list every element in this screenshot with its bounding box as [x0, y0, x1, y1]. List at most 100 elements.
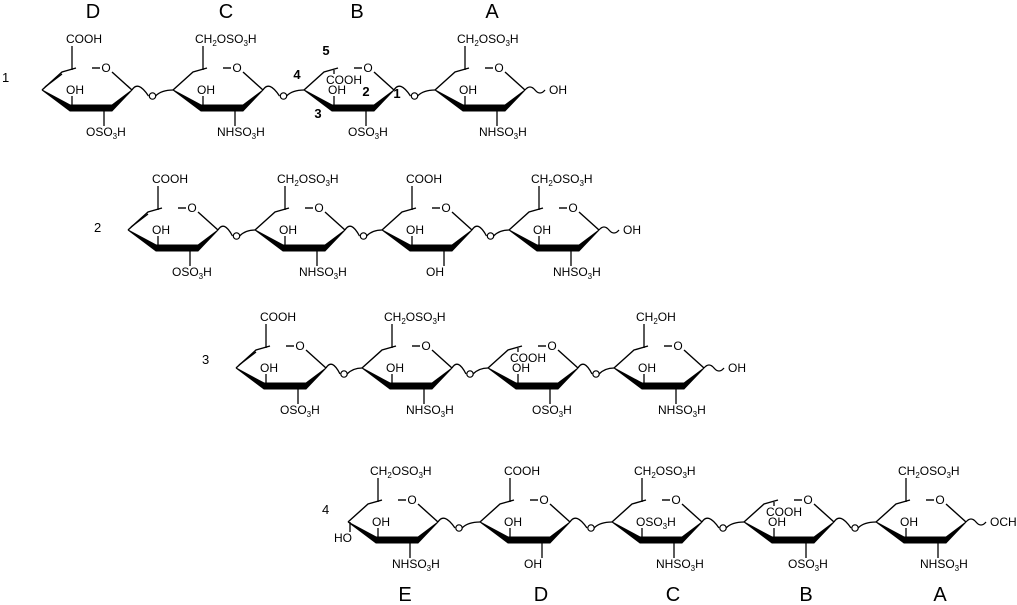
glycosidic-oxygen [719, 524, 727, 532]
ring-oxygen-label: O [363, 61, 372, 75]
ring-back-bond [611, 499, 647, 523]
ring-front-face [743, 521, 835, 544]
glycosidic-oxygen [148, 92, 157, 100]
ring-oxygen-label: O [803, 493, 812, 507]
wavy-bond [965, 518, 987, 526]
double-bond [238, 351, 257, 366]
ring-oxygen-label: O [187, 201, 196, 215]
ring-front-face [508, 229, 600, 252]
ring-front-face [172, 89, 264, 112]
ring-oxygen-label: O [547, 339, 556, 353]
glycosidic-oxygen [455, 524, 463, 532]
substituent-c3: OH [66, 83, 84, 97]
glycosidic-bond [493, 229, 510, 237]
ring-label-bottom-a: A [933, 584, 947, 605]
substituent-c2: NHSO3H [299, 265, 347, 281]
substituent-c6: CH2OSO3H [634, 464, 696, 480]
glycosidic-oxygen [279, 92, 288, 100]
ring-back-bond [683, 349, 705, 369]
ring-oxygen-label: O [539, 493, 548, 507]
substituent-c3: OH [459, 83, 477, 97]
substituent-c2: NHSO3H [392, 557, 440, 573]
substituent-c6: CH2OSO3H [370, 464, 432, 480]
substituent-c2: OSO3H [532, 403, 572, 419]
ring-label-bottom-c: C [666, 584, 680, 605]
reducing-end-group: OCH3 [990, 515, 1017, 531]
glycosidic-bond [598, 367, 615, 375]
substituent-c3: OH [504, 515, 522, 529]
ring-oxygen-label: O [671, 493, 680, 507]
substituent-c6: COOH [406, 172, 442, 186]
glycosidic-bond [461, 521, 481, 529]
substituent-c6: CH2OH [636, 310, 676, 326]
substituent-c6: CH2OSO3H [457, 32, 519, 48]
glycosidic-bond [239, 229, 256, 237]
ring-back-bond [613, 345, 649, 369]
ring-label-top-c: C [219, 1, 233, 23]
ring-front-face [381, 229, 473, 252]
ring-oxygen-label: O [568, 201, 577, 215]
glycosidic-bond [833, 517, 852, 529]
glycosidic-oxygen [232, 232, 241, 240]
glycosidic-bond [393, 85, 412, 97]
ring-back-bond [417, 503, 439, 523]
structure-number-label: 2 [94, 220, 101, 235]
substituent-c6: COOH [260, 310, 296, 324]
position-number-1: 1 [393, 86, 400, 101]
substituent-c2: NHSO3H [656, 557, 704, 573]
substituent-c4: HO [334, 531, 352, 545]
substituent-c2: OSO3H [280, 403, 320, 419]
ring-oxygen-label: O [407, 493, 416, 507]
ring-front-face [41, 89, 133, 112]
ring-back-bond [578, 211, 600, 231]
ring-front-face [487, 367, 579, 390]
substituent-c6: CH2OSO3H [195, 32, 257, 48]
wavy-bond [598, 226, 620, 234]
glycosidic-bond [155, 89, 174, 97]
substituent-c2: NHSO3H [217, 125, 265, 141]
ring-back-bond [431, 349, 453, 369]
substituent-c2: OSO3H [788, 557, 828, 573]
reducing-end-group: OH [623, 223, 641, 237]
ring-oxygen-label: O [232, 61, 241, 75]
ring-oxygen-label: O [314, 201, 323, 215]
wavy-bond [703, 364, 725, 372]
wavy-bond [524, 86, 546, 94]
ring-front-face [235, 367, 327, 390]
substituent-c2: NHSO3H [920, 557, 968, 573]
substituent-c6: COOH [504, 464, 540, 478]
substituent-c3: OH [512, 361, 530, 375]
substituent-c6: CH2OSO3H [898, 464, 960, 480]
ring-back-bond [347, 499, 383, 523]
substituent-c3: OH [328, 83, 346, 97]
ring-front-face [434, 89, 526, 112]
substituent-c2: NHSO3H [553, 265, 601, 281]
ring-back-bond [681, 503, 703, 523]
ring-oxygen-label: O [673, 339, 682, 353]
substituent-c2: OSO3H [348, 125, 388, 141]
ring-back-bond [242, 71, 264, 91]
glycosidic-bond [471, 225, 488, 237]
glycosidic-oxygen [851, 524, 859, 532]
ring-front-face [613, 367, 705, 390]
ring-back-bond [303, 67, 339, 91]
ring-oxygen-label: O [441, 201, 450, 215]
glycosidic-oxygen [410, 92, 419, 100]
glycosidic-bond [593, 521, 613, 529]
glycosidic-bond [366, 229, 383, 237]
ring-front-face [254, 229, 346, 252]
glycosidic-bond [131, 85, 150, 97]
substituent-c6: COOH [66, 32, 102, 46]
position-number-4: 4 [293, 67, 301, 82]
substituent-c3: OH [279, 223, 297, 237]
